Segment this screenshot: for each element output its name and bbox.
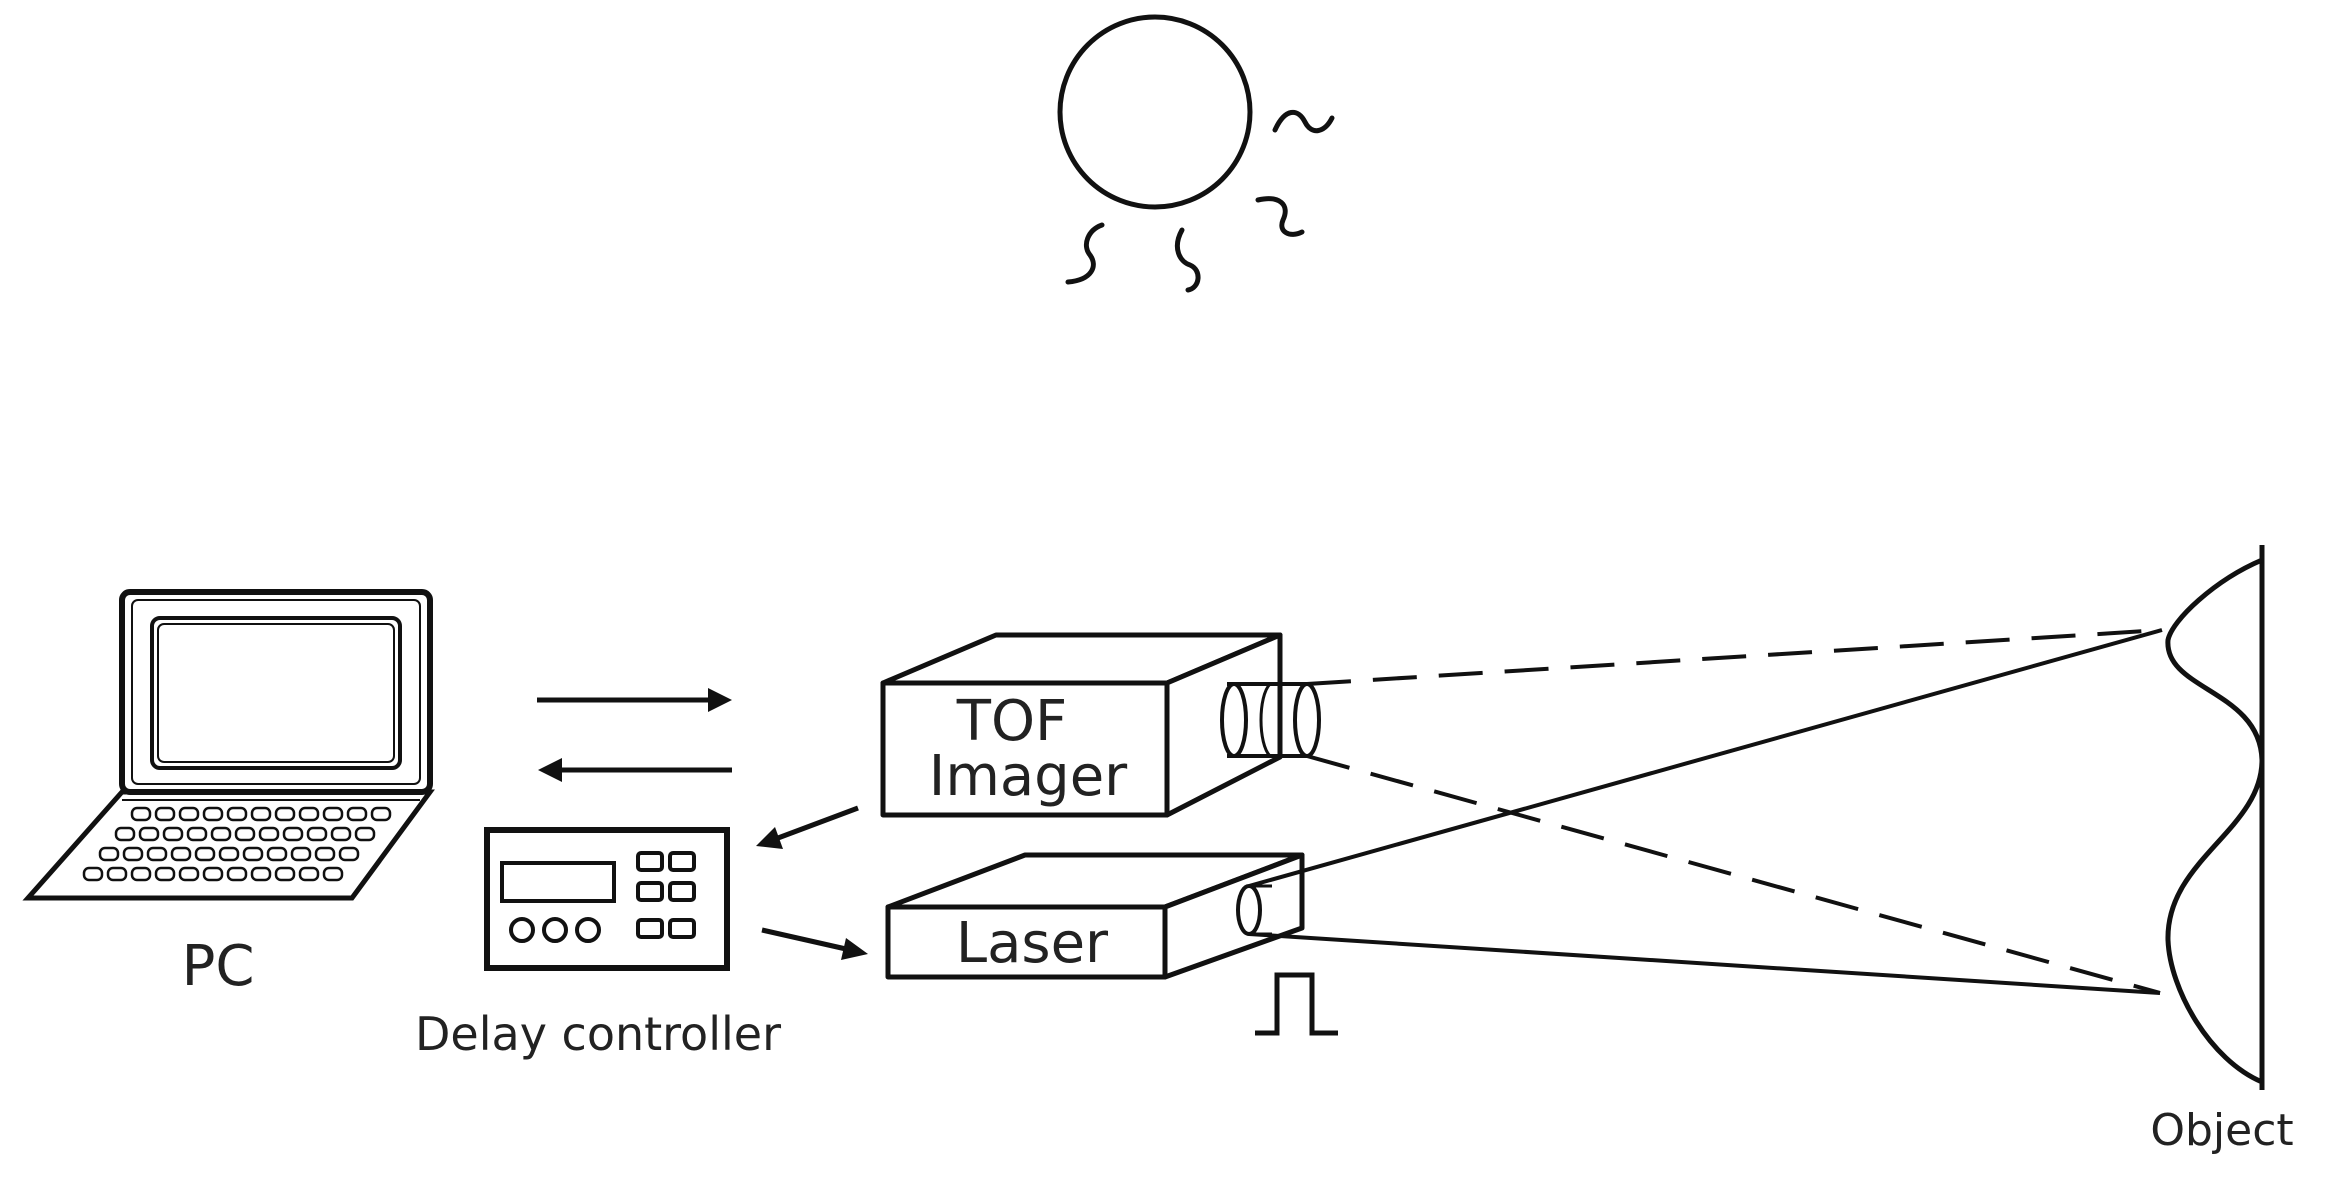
keyboard-key	[322, 866, 344, 882]
keyboard-key	[130, 866, 152, 882]
laser-label: Laser	[956, 911, 1109, 976]
keyboard-key	[234, 826, 256, 842]
data-arrows	[537, 688, 732, 782]
laser-icon	[885, 852, 1305, 980]
keyboard-key	[106, 866, 128, 882]
object-icon	[2165, 545, 2265, 1090]
keyboard-key	[330, 826, 352, 842]
delay-controller-icon	[484, 827, 730, 971]
keyboard-key	[122, 846, 144, 862]
imager-view-ray-top	[1306, 628, 2163, 686]
trigger-arrows	[756, 805, 868, 960]
keyboard-key	[322, 806, 344, 822]
keyboard-key	[290, 846, 312, 862]
keyboard-key	[258, 826, 280, 842]
keyboard-key	[250, 866, 272, 882]
keyboard-key	[82, 866, 104, 882]
laser-beam-bottom	[1248, 932, 2161, 995]
keyboard-key	[162, 826, 184, 842]
pulse-icon	[1255, 972, 1338, 1036]
keyboard-key	[202, 806, 224, 822]
keyboard-key	[346, 806, 368, 822]
keyboard-key	[178, 806, 200, 822]
keyboard-key	[274, 866, 296, 882]
keyboard-key	[354, 826, 376, 842]
keyboard-key	[138, 826, 160, 842]
object-label: Object	[2150, 1105, 2293, 1156]
keyboard-key	[314, 846, 336, 862]
keyboard-key	[298, 866, 320, 882]
keyboard-key	[114, 826, 136, 842]
keyboard-key	[306, 826, 328, 842]
keyboard-key	[242, 846, 264, 862]
sun-icon	[1057, 14, 1335, 293]
keyboard-key	[186, 826, 208, 842]
keyboard-key	[154, 806, 176, 822]
laser-beam-top	[1248, 628, 2163, 888]
keyboard-key	[274, 806, 296, 822]
keyboard-key	[98, 846, 120, 862]
keyboard-key	[298, 806, 320, 822]
keyboard-key	[266, 846, 288, 862]
keyboard-key	[250, 806, 272, 822]
tof-imager-label-line1: TOF	[956, 689, 1068, 754]
tof-imager-label-line2: Imager	[929, 744, 1128, 809]
keyboard-key	[282, 826, 304, 842]
keyboard-key	[170, 846, 192, 862]
keyboard-key	[194, 846, 216, 862]
keyboard-key	[338, 846, 360, 862]
keyboard-key	[130, 806, 152, 822]
keyboard-key	[146, 846, 168, 862]
keyboard-key	[154, 866, 176, 882]
keyboard-key	[202, 866, 224, 882]
laptop-icon	[22, 589, 435, 901]
pc-label: PC	[182, 934, 255, 999]
keyboard-key	[218, 846, 240, 862]
keyboard-key	[210, 826, 232, 842]
laptop-keyboard	[82, 806, 392, 882]
keyboard-key	[226, 866, 248, 882]
delay-controller-label: Delay controller	[415, 1007, 781, 1061]
keyboard-key	[178, 866, 200, 882]
light-rays	[1248, 628, 2163, 995]
keyboard-key	[370, 806, 392, 822]
keyboard-key	[226, 806, 248, 822]
imager-view-ray-bottom	[1306, 754, 2161, 995]
